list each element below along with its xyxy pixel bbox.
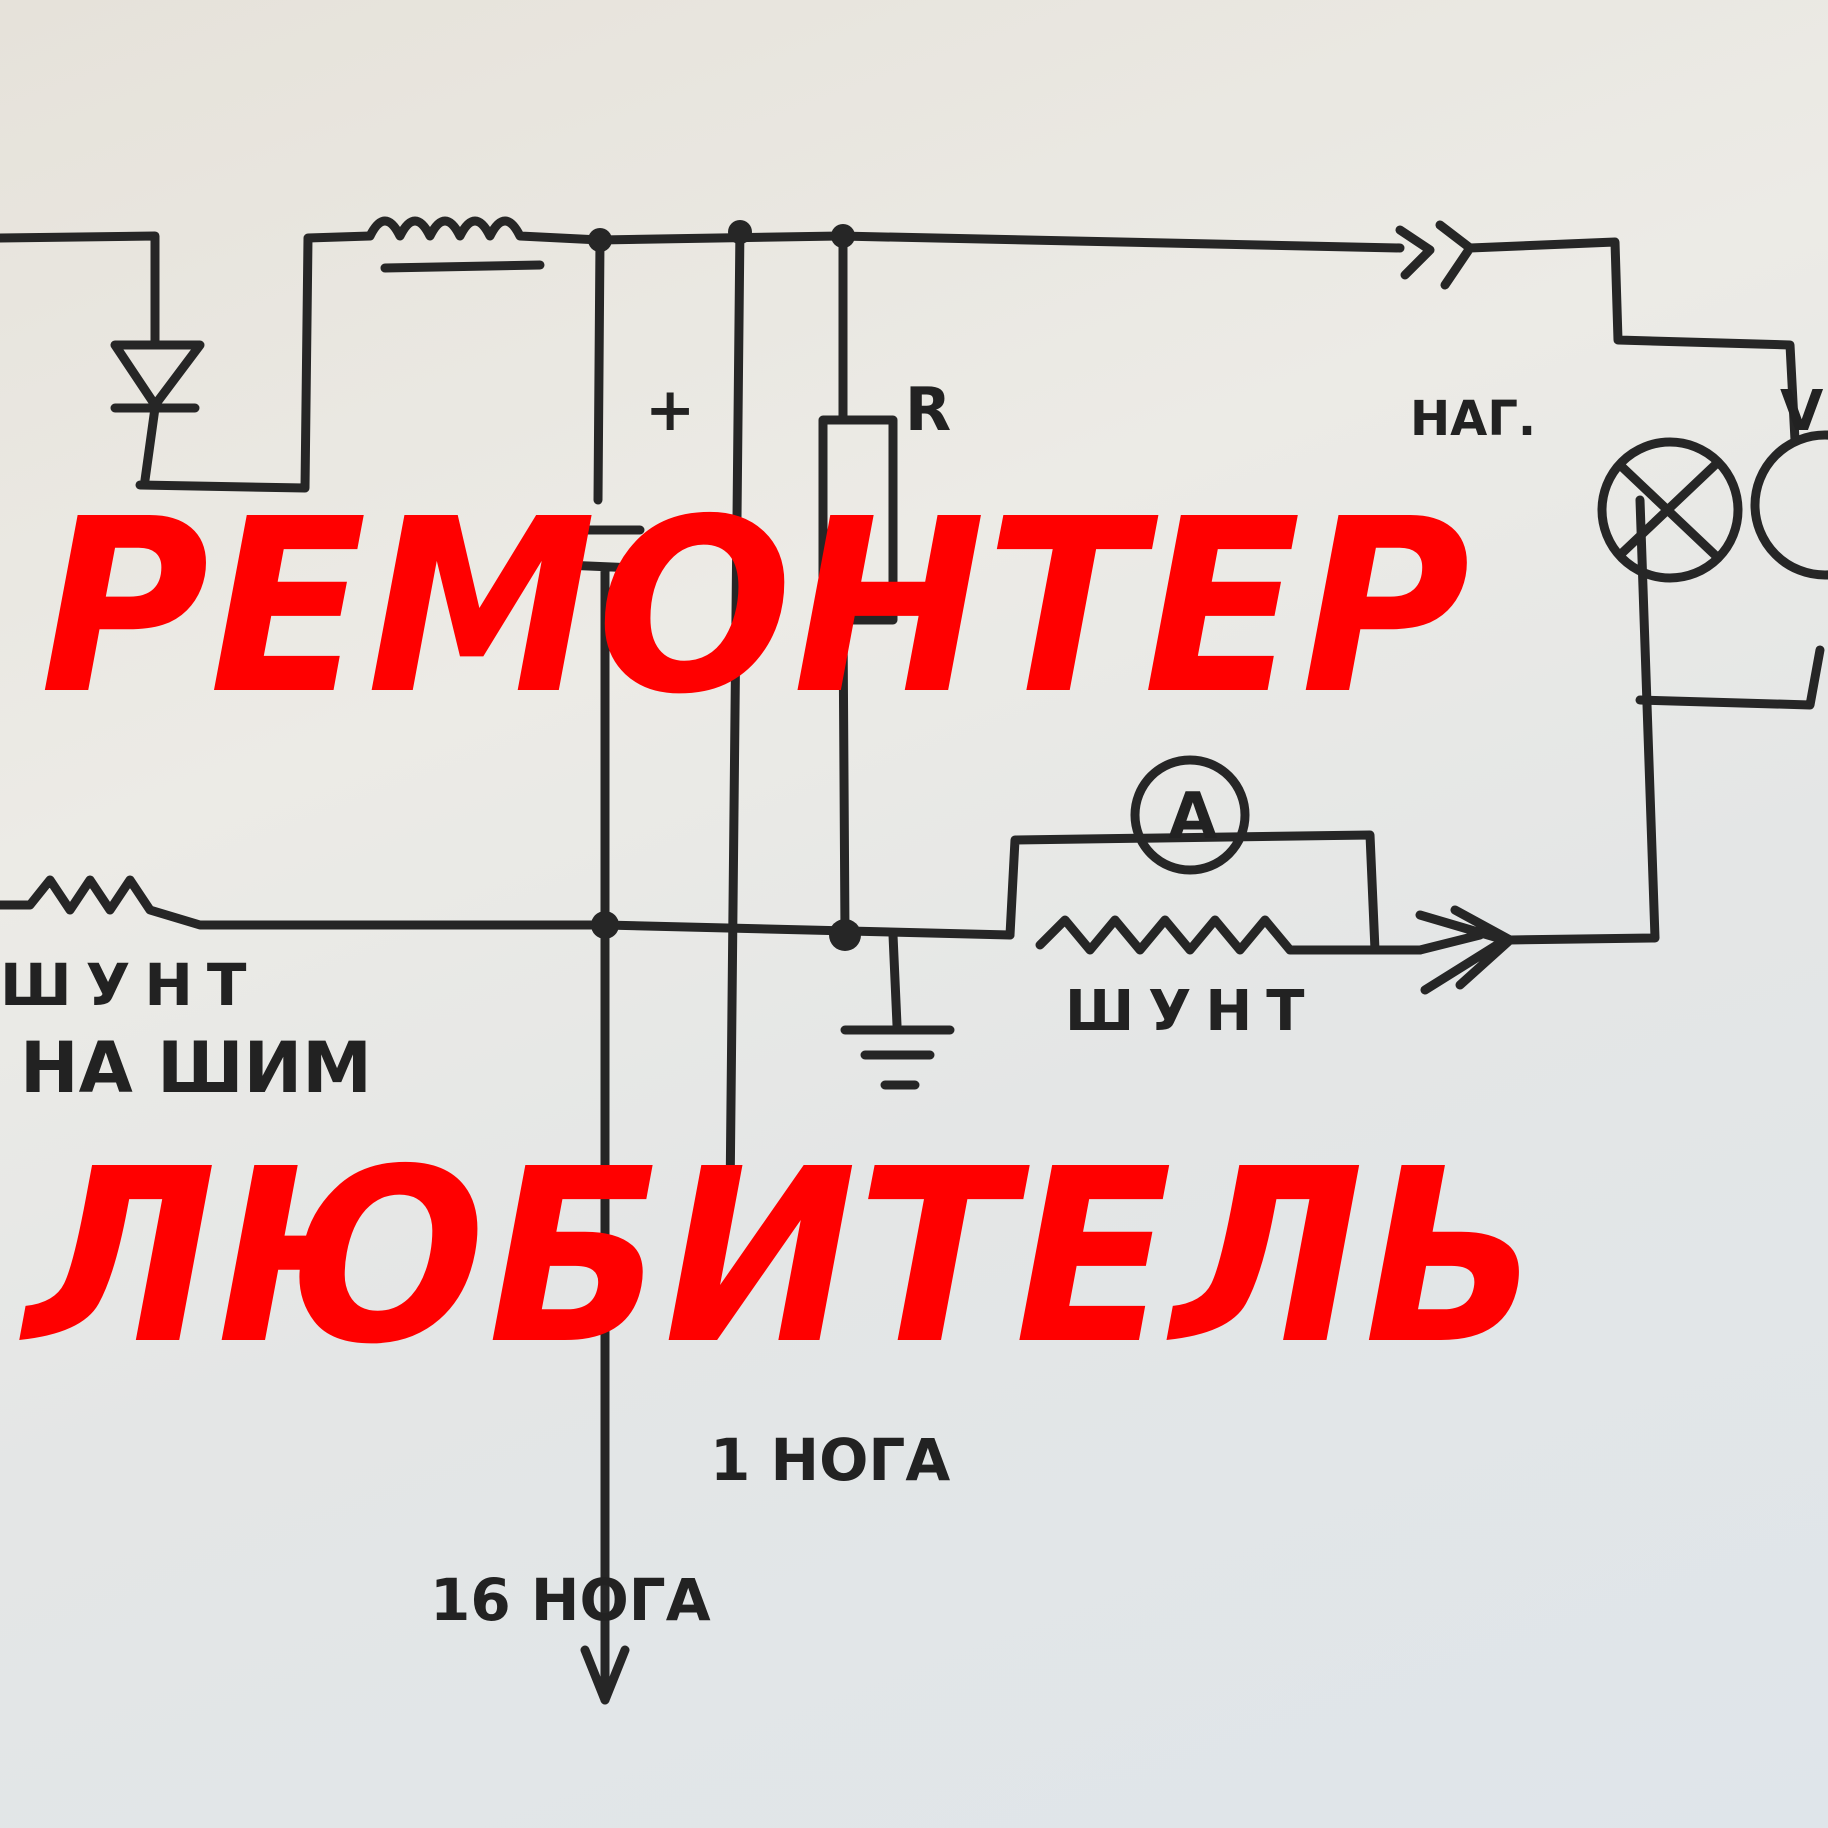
ammeter-label: A — [1168, 780, 1218, 854]
junction-dot — [728, 220, 752, 244]
voltmeter-label: V — [1780, 379, 1824, 444]
shunt-left-label: ШУНТ — [0, 951, 260, 1019]
capacitor-wire — [555, 235, 645, 1705]
resistor-label: R — [905, 375, 951, 445]
voltmeter-circle — [1750, 430, 1828, 580]
junction-dot — [588, 228, 612, 252]
connector-bottom — [1415, 495, 1660, 995]
overlay-title-line2: ЛЮБИТЕЛЬ — [19, 1117, 1540, 1397]
junction-dot — [831, 224, 855, 248]
resistor-r — [818, 231, 898, 940]
pin1-label: 1 НОГА — [710, 1426, 950, 1494]
connector-top — [1395, 220, 1800, 445]
pin16-label: 16 НОГА — [430, 1566, 711, 1634]
overlay-title-line1: РЕМОНТЕР — [40, 467, 1470, 747]
wire-left-box — [135, 231, 375, 493]
lamp-cross — [1615, 460, 1720, 560]
wire-bottom-left — [0, 875, 1015, 940]
inductor — [365, 216, 605, 273]
diode — [110, 340, 205, 485]
ammeter-circle — [1130, 755, 1250, 875]
wire-pin1 — [725, 220, 745, 1205]
ground — [840, 930, 955, 1090]
wire-voltmeter — [1635, 645, 1825, 710]
junction-dot — [591, 911, 619, 939]
pwm-label: НА ШИМ — [20, 1027, 372, 1109]
load-label: НАГ. — [1410, 391, 1536, 447]
shunt-right — [1005, 830, 1425, 955]
wire-top-main — [595, 231, 1405, 253]
plus-label: + — [645, 375, 695, 445]
load-lamp — [1597, 437, 1743, 583]
shunt-right-label: ШУНТ — [1065, 979, 1318, 1044]
arrow-pin16 — [580, 1645, 630, 1705]
wire-top-left — [0, 231, 160, 350]
junction-dot — [829, 919, 861, 951]
